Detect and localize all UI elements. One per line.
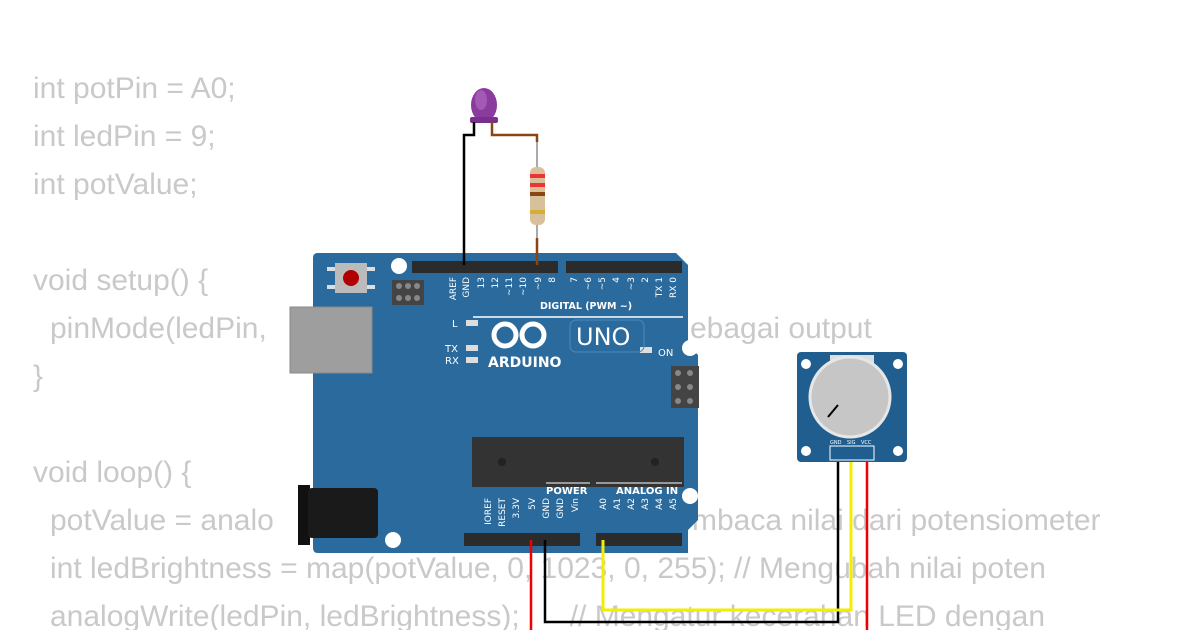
analog-pin-label: A5 bbox=[669, 498, 679, 510]
code-line: int ledPin = 9; bbox=[33, 120, 216, 153]
digital-pin-label: 12 bbox=[491, 277, 501, 288]
power-jack bbox=[298, 485, 378, 545]
code-line: potValue = analo bbox=[50, 504, 274, 537]
analog-pin-label: A1 bbox=[613, 498, 623, 510]
digital-pin-label: ~6 bbox=[584, 277, 594, 291]
power-pin-label: RESET bbox=[498, 498, 508, 527]
led-indicators bbox=[466, 320, 652, 363]
digital-pin-label: ~5 bbox=[598, 277, 608, 290]
power-pin-label: 3.3V bbox=[512, 497, 522, 518]
code-line: int potValue; bbox=[33, 168, 198, 201]
usb-port bbox=[289, 306, 373, 374]
digital-label: DIGITAL (PWM ~) bbox=[540, 301, 632, 312]
pin-label: SIG bbox=[847, 440, 856, 446]
power-pin-label: IOREF bbox=[484, 498, 494, 525]
resistor[interactable] bbox=[530, 140, 545, 245]
led-on-label: ON bbox=[658, 348, 673, 359]
digital-pin-label: ~9 bbox=[534, 277, 544, 291]
code-line: int potPin = A0; bbox=[33, 72, 236, 105]
wires[interactable] bbox=[462, 122, 869, 630]
code-line: mbaca nilai dari potensiometer bbox=[692, 504, 1101, 537]
digital-pin-label: ~11 bbox=[505, 277, 515, 296]
model-label: UNO bbox=[576, 323, 630, 351]
code-line: void setup() { bbox=[33, 264, 209, 297]
led-tx-label: TX bbox=[444, 344, 458, 355]
power-pin-label: GND bbox=[556, 498, 566, 519]
digital-pin-label: ~10 bbox=[519, 277, 529, 296]
brand-label: ARDUINO bbox=[488, 355, 562, 371]
arduino-uno-board[interactable]: DIGITAL (PWM ~) L TX RX ON ARDUINO UNO P… bbox=[289, 253, 699, 553]
analog-pin-label: A2 bbox=[627, 498, 637, 510]
icsp-header bbox=[392, 280, 699, 408]
digital-pin-label: TX 1 bbox=[655, 277, 665, 298]
digital-pin-label: 13 bbox=[477, 277, 487, 288]
code-line: ebagai output bbox=[690, 312, 872, 345]
code-line: void loop() { bbox=[33, 456, 192, 489]
pin-headers bbox=[412, 261, 682, 546]
microcontroller-chip bbox=[472, 437, 684, 487]
led-rx-label: RX bbox=[445, 356, 459, 367]
digital-pin-label: 8 bbox=[548, 277, 558, 283]
code-line: analogWrite(ledPin, ledBrightness); // M… bbox=[50, 600, 1046, 630]
reset-button[interactable] bbox=[327, 263, 375, 293]
analog-label: ANALOG IN bbox=[616, 486, 678, 497]
power-pin-label: 5V bbox=[528, 497, 538, 510]
pin-label: VCC bbox=[861, 440, 872, 446]
digital-pin-label: 2 bbox=[641, 277, 651, 283]
digital-pin-label: GND bbox=[462, 277, 472, 298]
knob-indicator[interactable] bbox=[827, 404, 839, 418]
analog-pin-label: A0 bbox=[599, 498, 609, 510]
power-pin-label: Vin bbox=[571, 498, 581, 512]
analog-pin-label: A3 bbox=[641, 498, 651, 510]
led-l-label: L bbox=[452, 319, 458, 330]
digital-pin-label: 7 bbox=[570, 277, 580, 283]
code-line: } bbox=[33, 360, 44, 393]
led[interactable] bbox=[470, 88, 498, 123]
code-line: int ledBrightness = map(potValue, 0, 102… bbox=[50, 552, 1046, 585]
power-label: POWER bbox=[546, 486, 588, 497]
digital-pin-label: 4 bbox=[612, 277, 622, 283]
digital-pin-label: RX 0 bbox=[669, 277, 679, 298]
digital-pin-label: ~3 bbox=[627, 277, 637, 290]
arduino-logo bbox=[491, 321, 547, 349]
analog-pin-label: A4 bbox=[655, 498, 665, 510]
code-line: pinMode(ledPin, bbox=[50, 312, 267, 345]
potentiometer[interactable]: GND SIG VCC bbox=[797, 352, 907, 462]
digital-pin-label: AREF bbox=[449, 277, 459, 300]
power-pin-label: GND bbox=[542, 498, 552, 519]
pin-label: GND bbox=[830, 440, 842, 446]
